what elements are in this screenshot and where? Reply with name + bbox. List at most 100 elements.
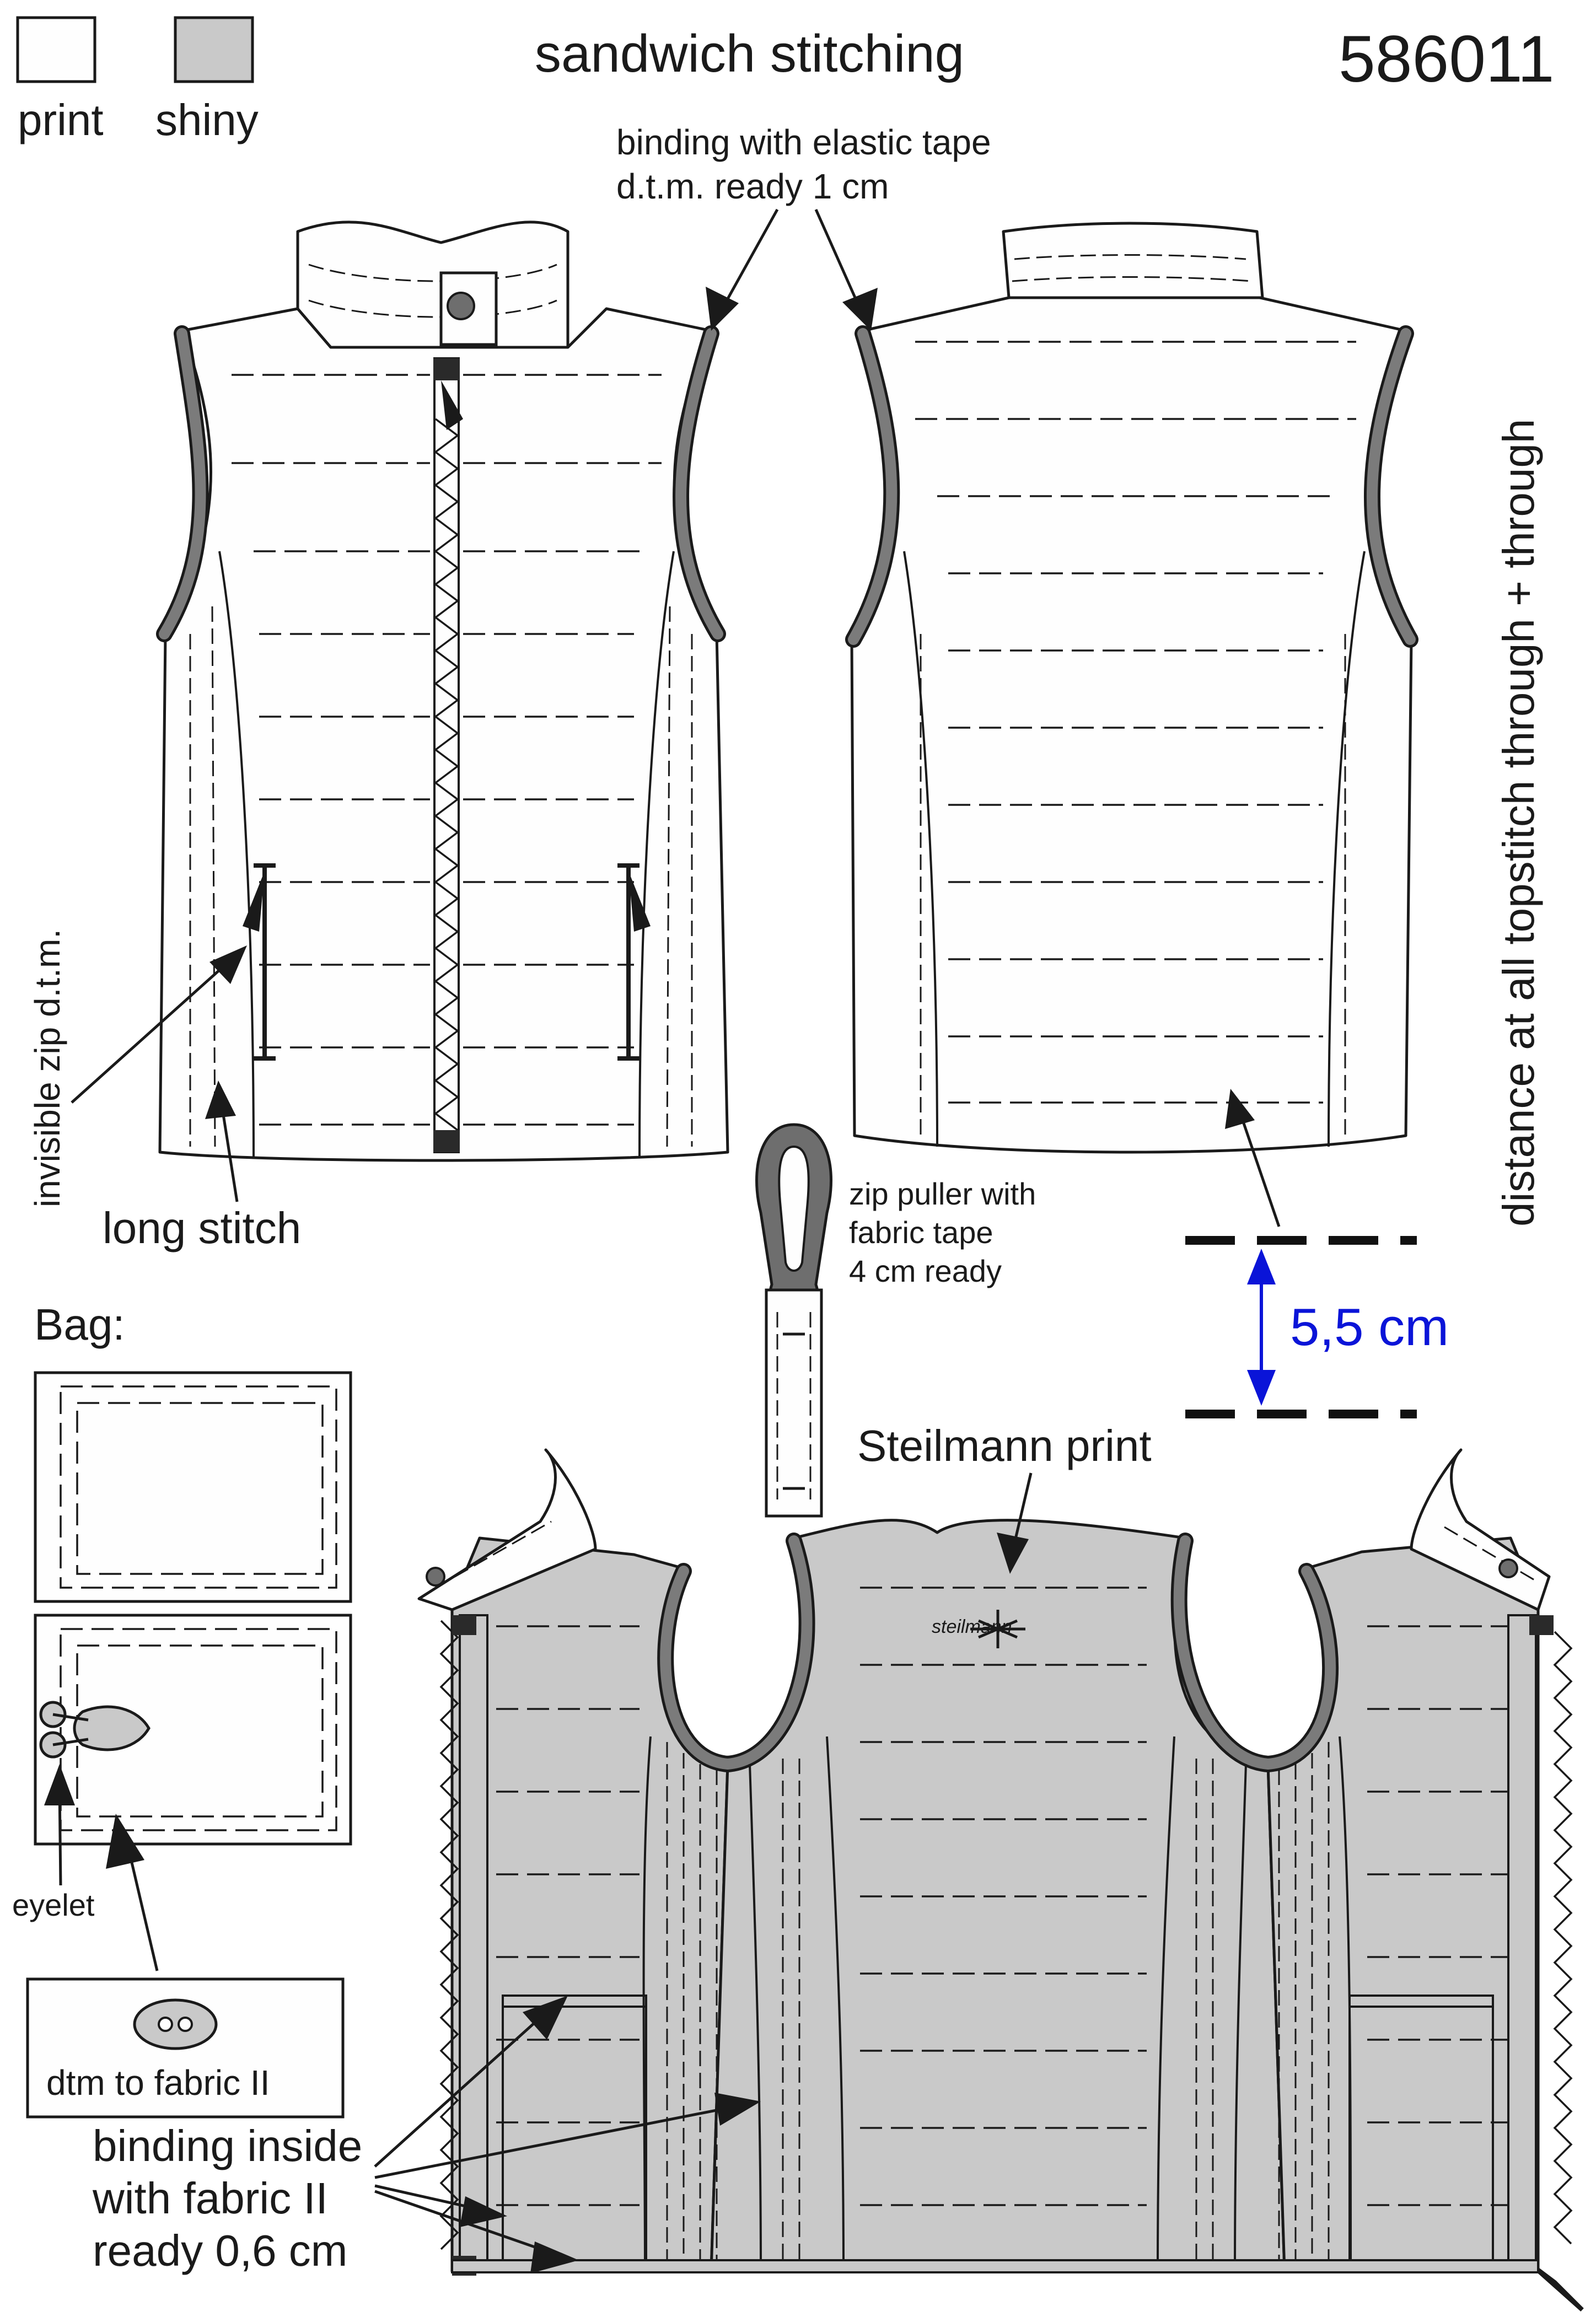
legend-label-shiny: shiny <box>155 95 259 144</box>
binding-inside-arrowhead-3 <box>460 2196 507 2227</box>
legend-swatch-print <box>16 16 96 83</box>
steilmann-print-arrowhead <box>997 1533 1029 1574</box>
bag-panel-top-stitch-2 <box>76 1402 324 1575</box>
binding-inside-callout: binding inside with fabric II ready 0,6 … <box>92 1996 761 2275</box>
front-zip-teeth <box>434 418 459 1131</box>
binding-elastic-arrow-right <box>814 208 862 310</box>
legend: print shiny <box>16 16 259 144</box>
back-armhole-binding-left-inner <box>848 328 898 645</box>
style-code: 586011 <box>1339 22 1555 96</box>
front-zip-bottom-stop <box>433 1130 460 1152</box>
inside-collar-left-stitch <box>435 1520 552 1589</box>
inside-zip-left-tape <box>459 1614 488 2272</box>
bag-toggle <box>73 1705 151 1751</box>
front-pocket-zip-left <box>254 863 276 1061</box>
front-collar-stitch <box>308 264 557 282</box>
inside-zip-right-puller <box>1531 2264 1584 2311</box>
zip-puller-label-1: zip puller with <box>849 1176 1036 1211</box>
back-collar-stitch-2 <box>1012 276 1252 282</box>
inside-collar-left <box>417 1448 597 1611</box>
invisible-zip-arrowhead <box>209 945 247 984</box>
front-quilting-lines <box>232 374 662 1126</box>
dimension-arrowhead-up <box>1247 1249 1276 1284</box>
invisible-zip-arrow <box>71 958 233 1104</box>
inside-hem-binding <box>451 2259 1539 2273</box>
zip-puller-label-3: 4 cm ready <box>849 1254 1002 1288</box>
long-stitch-label: long stitch <box>103 1203 301 1252</box>
dimension-pointer <box>1239 1113 1281 1227</box>
front-armhole-binding-right-inner <box>675 328 723 639</box>
zip-puller-label-2: fabric tape <box>849 1215 993 1250</box>
back-collar <box>1002 222 1264 299</box>
inside-collar-right-stitch <box>1444 1526 1539 1583</box>
inside-zip-right-top-stop <box>1529 1615 1554 1635</box>
inside-left-front <box>450 1536 729 2273</box>
steilmann-print-arrow <box>1013 1472 1033 1544</box>
steilmann-print-callout: Steilmann print <box>857 1421 1152 1574</box>
binding-inside-arrowhead-4 <box>530 2241 579 2273</box>
back-quilting-lines <box>915 341 1356 1104</box>
inside-collar-left-snap <box>426 1567 445 1587</box>
inside-pocket-left-binding <box>503 1995 646 2008</box>
steilmann-logo: steilmann <box>932 1610 1025 1648</box>
front-pocket-puller-right <box>628 871 651 932</box>
bag-cord <box>52 1713 89 1746</box>
dtm-toggle-hole-right <box>178 2017 193 2032</box>
bag-toggle-arrowhead <box>106 1814 144 1869</box>
back-vest-drawing <box>845 222 1418 1154</box>
distance-topstitch-label: distance at all topstitch through + thro… <box>1494 419 1543 1227</box>
back-side-seam-left <box>903 551 938 1147</box>
dimension-arrowhead-down <box>1247 1370 1276 1406</box>
steilmann-logo-text: steilmann <box>932 1616 1012 1637</box>
back-side-seam-right <box>1328 551 1366 1147</box>
dimension-pointer-head <box>1225 1089 1255 1129</box>
inside-zip-right-teeth <box>1553 1631 1573 2245</box>
front-vest-drawing <box>156 221 729 1162</box>
inside-panel-stitching <box>666 1742 1330 2260</box>
invisible-zip-label: invisible zip d.t.m. <box>28 929 67 1207</box>
front-pocket-zip-right <box>617 863 640 1061</box>
back-side-stitch <box>920 634 1346 1136</box>
front-side-seam-right <box>638 551 675 1158</box>
binding-inside-arrows <box>374 2017 739 2256</box>
binding-elastic-arrowhead-right <box>842 288 878 331</box>
inside-collar-right-snap <box>1498 1558 1518 1578</box>
inside-zip-left-top-stop <box>452 1615 476 1635</box>
legend-swatch-shiny <box>174 16 254 83</box>
binding-elastic-arrowhead-left <box>706 287 739 331</box>
inside-armhole-left-inner <box>660 1535 813 1770</box>
inside-zip-right-tape <box>1507 1614 1537 2272</box>
front-collar <box>296 221 569 349</box>
inside-zip-left-teeth <box>439 1620 459 2250</box>
front-zip-puller <box>441 380 463 430</box>
inside-panel-seams <box>642 1736 1352 2272</box>
dtm-fabric-label: dtm to fabric II <box>46 2063 270 2103</box>
inside-pocket-right-binding <box>1350 1995 1493 2008</box>
binding-inside-label-2: with fabric II <box>92 2174 328 2223</box>
bag-panel-top-stitch <box>60 1385 337 1589</box>
legend-label-print: print <box>18 95 104 144</box>
front-zip-top-stop <box>433 358 460 380</box>
quilt-distance-dimension: 5,5 cm <box>1185 1089 1449 1418</box>
front-pocket-puller-left <box>243 871 265 932</box>
front-armhole-binding-left-inner <box>159 328 206 639</box>
page-title: sandwich stitching <box>535 24 964 83</box>
steilmann-print-label: Steilmann print <box>857 1421 1152 1470</box>
front-side-stitch-right <box>666 606 693 1147</box>
binding-elastic-label-2: d.t.m. ready 1 cm <box>616 166 889 206</box>
bag-panel-bottom-stitch <box>60 1628 337 1831</box>
bag-detail: Bag: eyelet dtm to fabric II <box>12 1300 352 2119</box>
front-collar-snap <box>447 292 475 320</box>
inside-right-front <box>1266 1536 1540 2273</box>
bag-title: Bag: <box>34 1300 125 1349</box>
zip-puller-tape-mark <box>783 1332 805 1490</box>
front-side-seam-left <box>218 551 255 1158</box>
dtm-toggle-icon <box>133 1998 218 2050</box>
zip-puller-slot <box>778 1145 810 1272</box>
front-collar-stitch-2 <box>308 299 557 318</box>
zip-puller-detail: zip puller with fabric tape 4 cm ready <box>755 1123 1036 1518</box>
long-stitch-arrowhead <box>205 1080 236 1119</box>
binding-elastic-label-1: binding with elastic tape <box>616 122 991 162</box>
binding-inside-arrowhead-1 <box>523 1996 568 2040</box>
invisible-zip-callout: invisible zip d.t.m. long stitch <box>28 929 301 1252</box>
